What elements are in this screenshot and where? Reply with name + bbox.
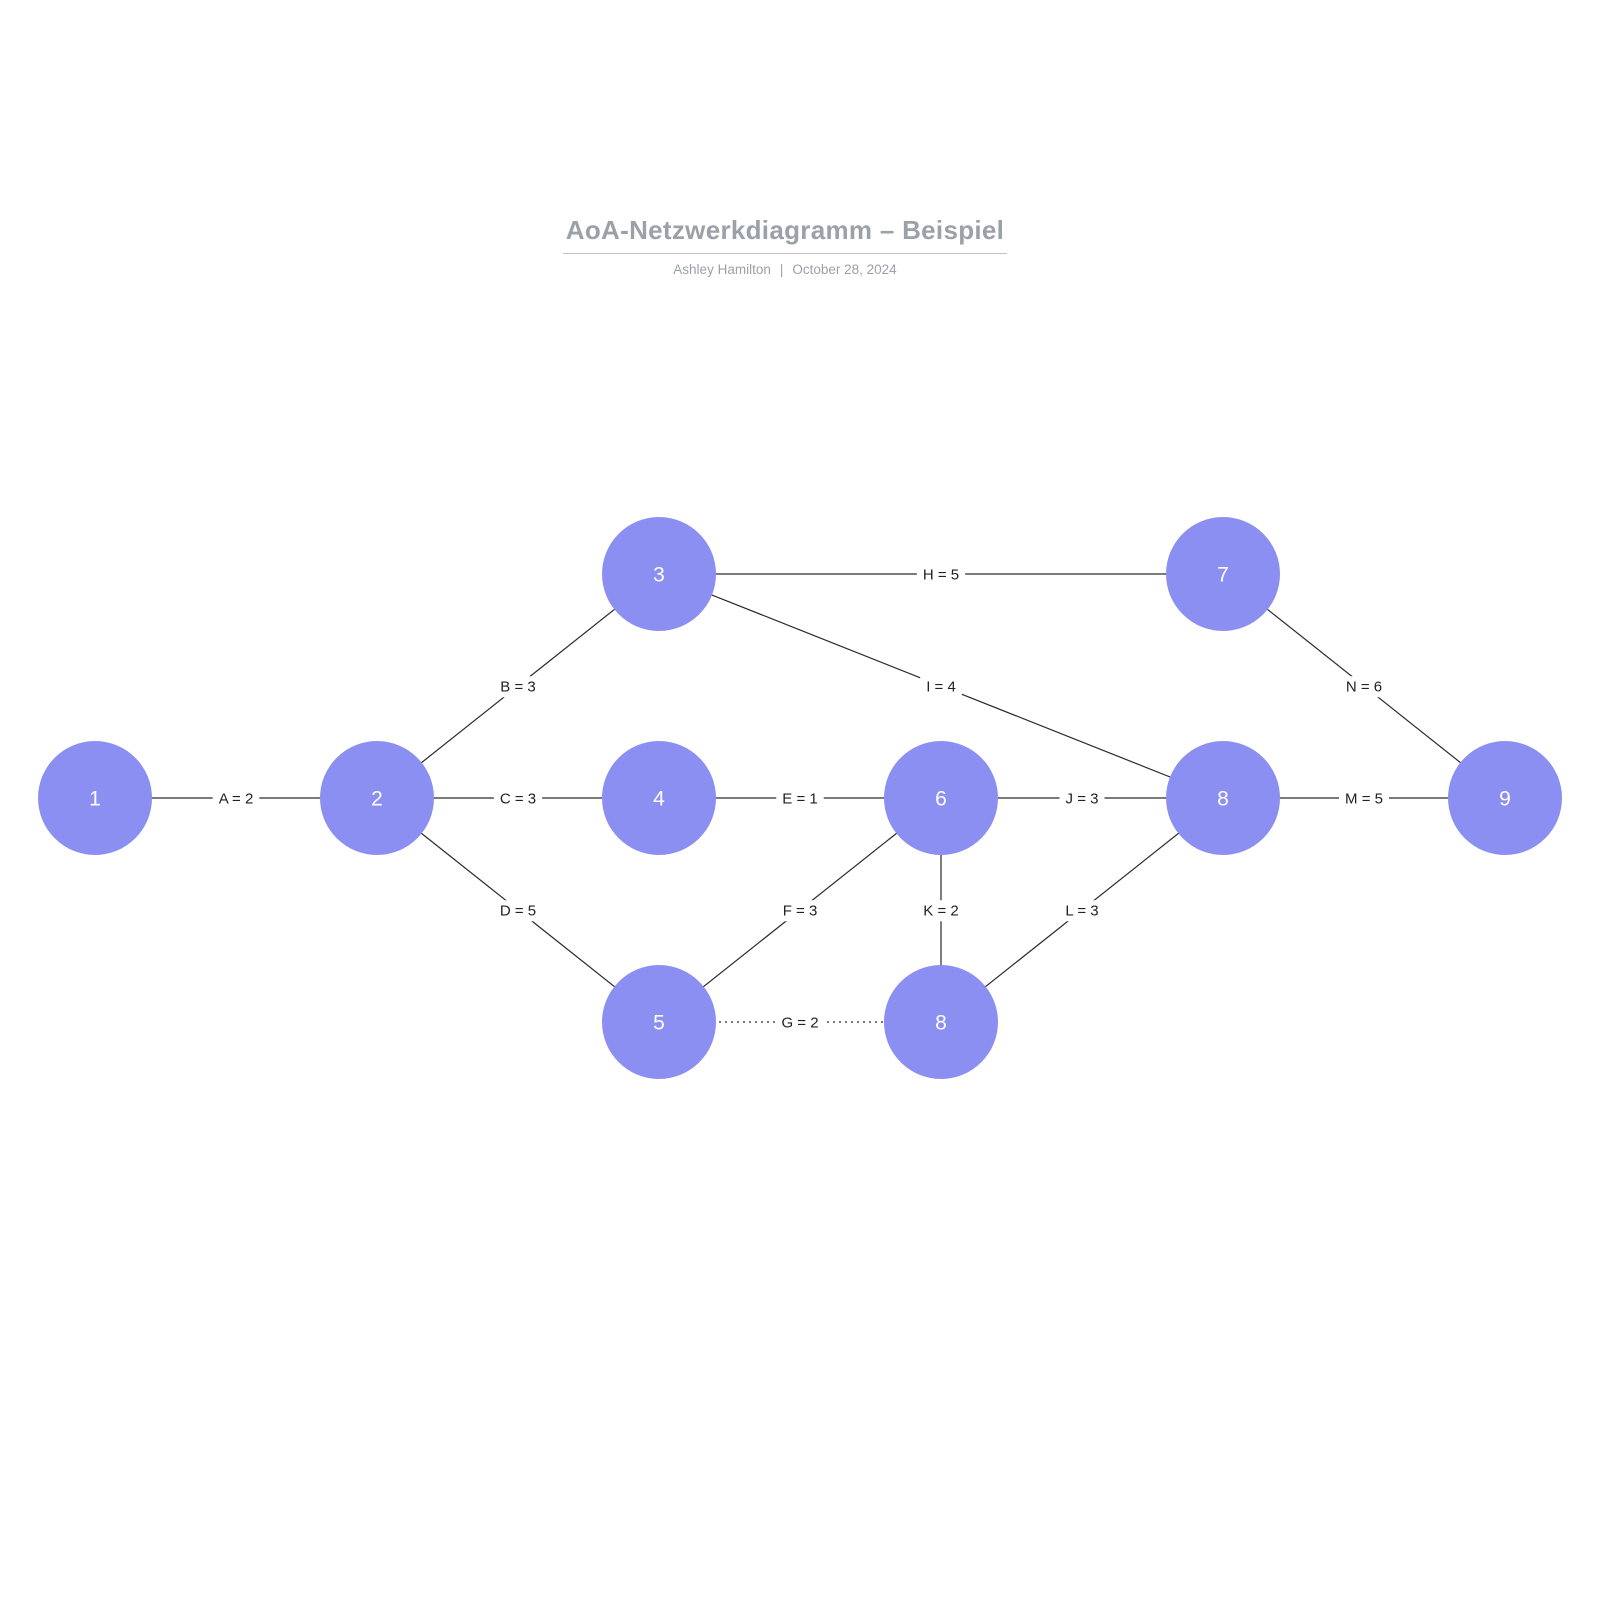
diagram-node-n7[interactable]: [1166, 517, 1280, 631]
edge-label-E: E = 1: [782, 790, 817, 807]
edge-label-N: N = 6: [1346, 678, 1382, 695]
edge-label-bg-L: [1059, 900, 1105, 922]
edge-label-bg-D: [493, 900, 543, 922]
edge-label-bg-E: [776, 788, 824, 810]
edge-label-A: A = 2: [219, 790, 254, 807]
edge-label-I: I = 4: [926, 678, 956, 695]
node-label-n4: 4: [653, 787, 665, 810]
node-label-n7: 7: [1217, 563, 1229, 586]
edge-label-bg-G: [775, 1012, 825, 1034]
edge-label-bg-F: [776, 900, 824, 922]
diagram-node-n2[interactable]: [320, 741, 434, 855]
node-label-n9: 9: [1499, 787, 1511, 810]
page-subtitle: Ashley Hamilton | October 28, 2024: [0, 262, 1570, 277]
edge-label-G: G = 2: [781, 1014, 818, 1031]
title-divider: [563, 252, 1007, 254]
edge-label-bg-M: [1339, 788, 1389, 810]
diagram-node-n8r[interactable]: [1166, 741, 1280, 855]
diagram-node-n6[interactable]: [884, 741, 998, 855]
edge-label-C: C = 3: [500, 790, 536, 807]
edge-label-M: M = 5: [1345, 790, 1383, 807]
subtitle-separator: |: [779, 261, 784, 277]
edge-label-D: D = 5: [500, 902, 536, 919]
node-label-n6: 6: [935, 787, 947, 810]
diagram-node-n1[interactable]: [38, 741, 152, 855]
diagram-node-n9[interactable]: [1448, 741, 1562, 855]
edge-label-J: J = 3: [1066, 790, 1099, 807]
edge-label-H: H = 5: [923, 566, 959, 583]
diagram-node-n4[interactable]: [602, 741, 716, 855]
diagram-node-n3[interactable]: [602, 517, 716, 631]
diagram-node-n8b[interactable]: [884, 965, 998, 1079]
edge-label-bg-C: [493, 788, 543, 810]
node-label-n8b: 8: [935, 1011, 947, 1034]
page-title: AoA-Netzwerkdiagramm – Beispiel: [565, 215, 1005, 245]
node-label-n5: 5: [653, 1011, 665, 1034]
edge-label-bg-N: [1339, 676, 1389, 698]
edge-label-B: B = 3: [500, 678, 535, 695]
author-name: Ashley Hamilton: [673, 261, 771, 277]
node-label-n2: 2: [371, 787, 383, 810]
edge-label-bg-I: [920, 676, 962, 698]
node-label-n3: 3: [653, 563, 665, 586]
diagram-node-n5[interactable]: [602, 965, 716, 1079]
edge-label-bg-B: [494, 676, 542, 698]
node-label-n1: 1: [89, 787, 101, 810]
doc-date: October 28, 2024: [792, 261, 897, 277]
edge-label-bg-A: [212, 788, 260, 810]
edge-label-bg-J: [1059, 788, 1105, 810]
edge-label-L: L = 3: [1065, 902, 1098, 919]
edge-label-F: F = 3: [783, 902, 818, 919]
edge-label-K: K = 2: [923, 902, 958, 919]
edge-label-bg-H: [916, 564, 966, 586]
title-block: AoA-Netzwerkdiagramm – Beispiel Ashley H…: [0, 215, 1570, 277]
node-label-n8r: 8: [1217, 787, 1229, 810]
edge-label-bg-K: [917, 900, 965, 922]
